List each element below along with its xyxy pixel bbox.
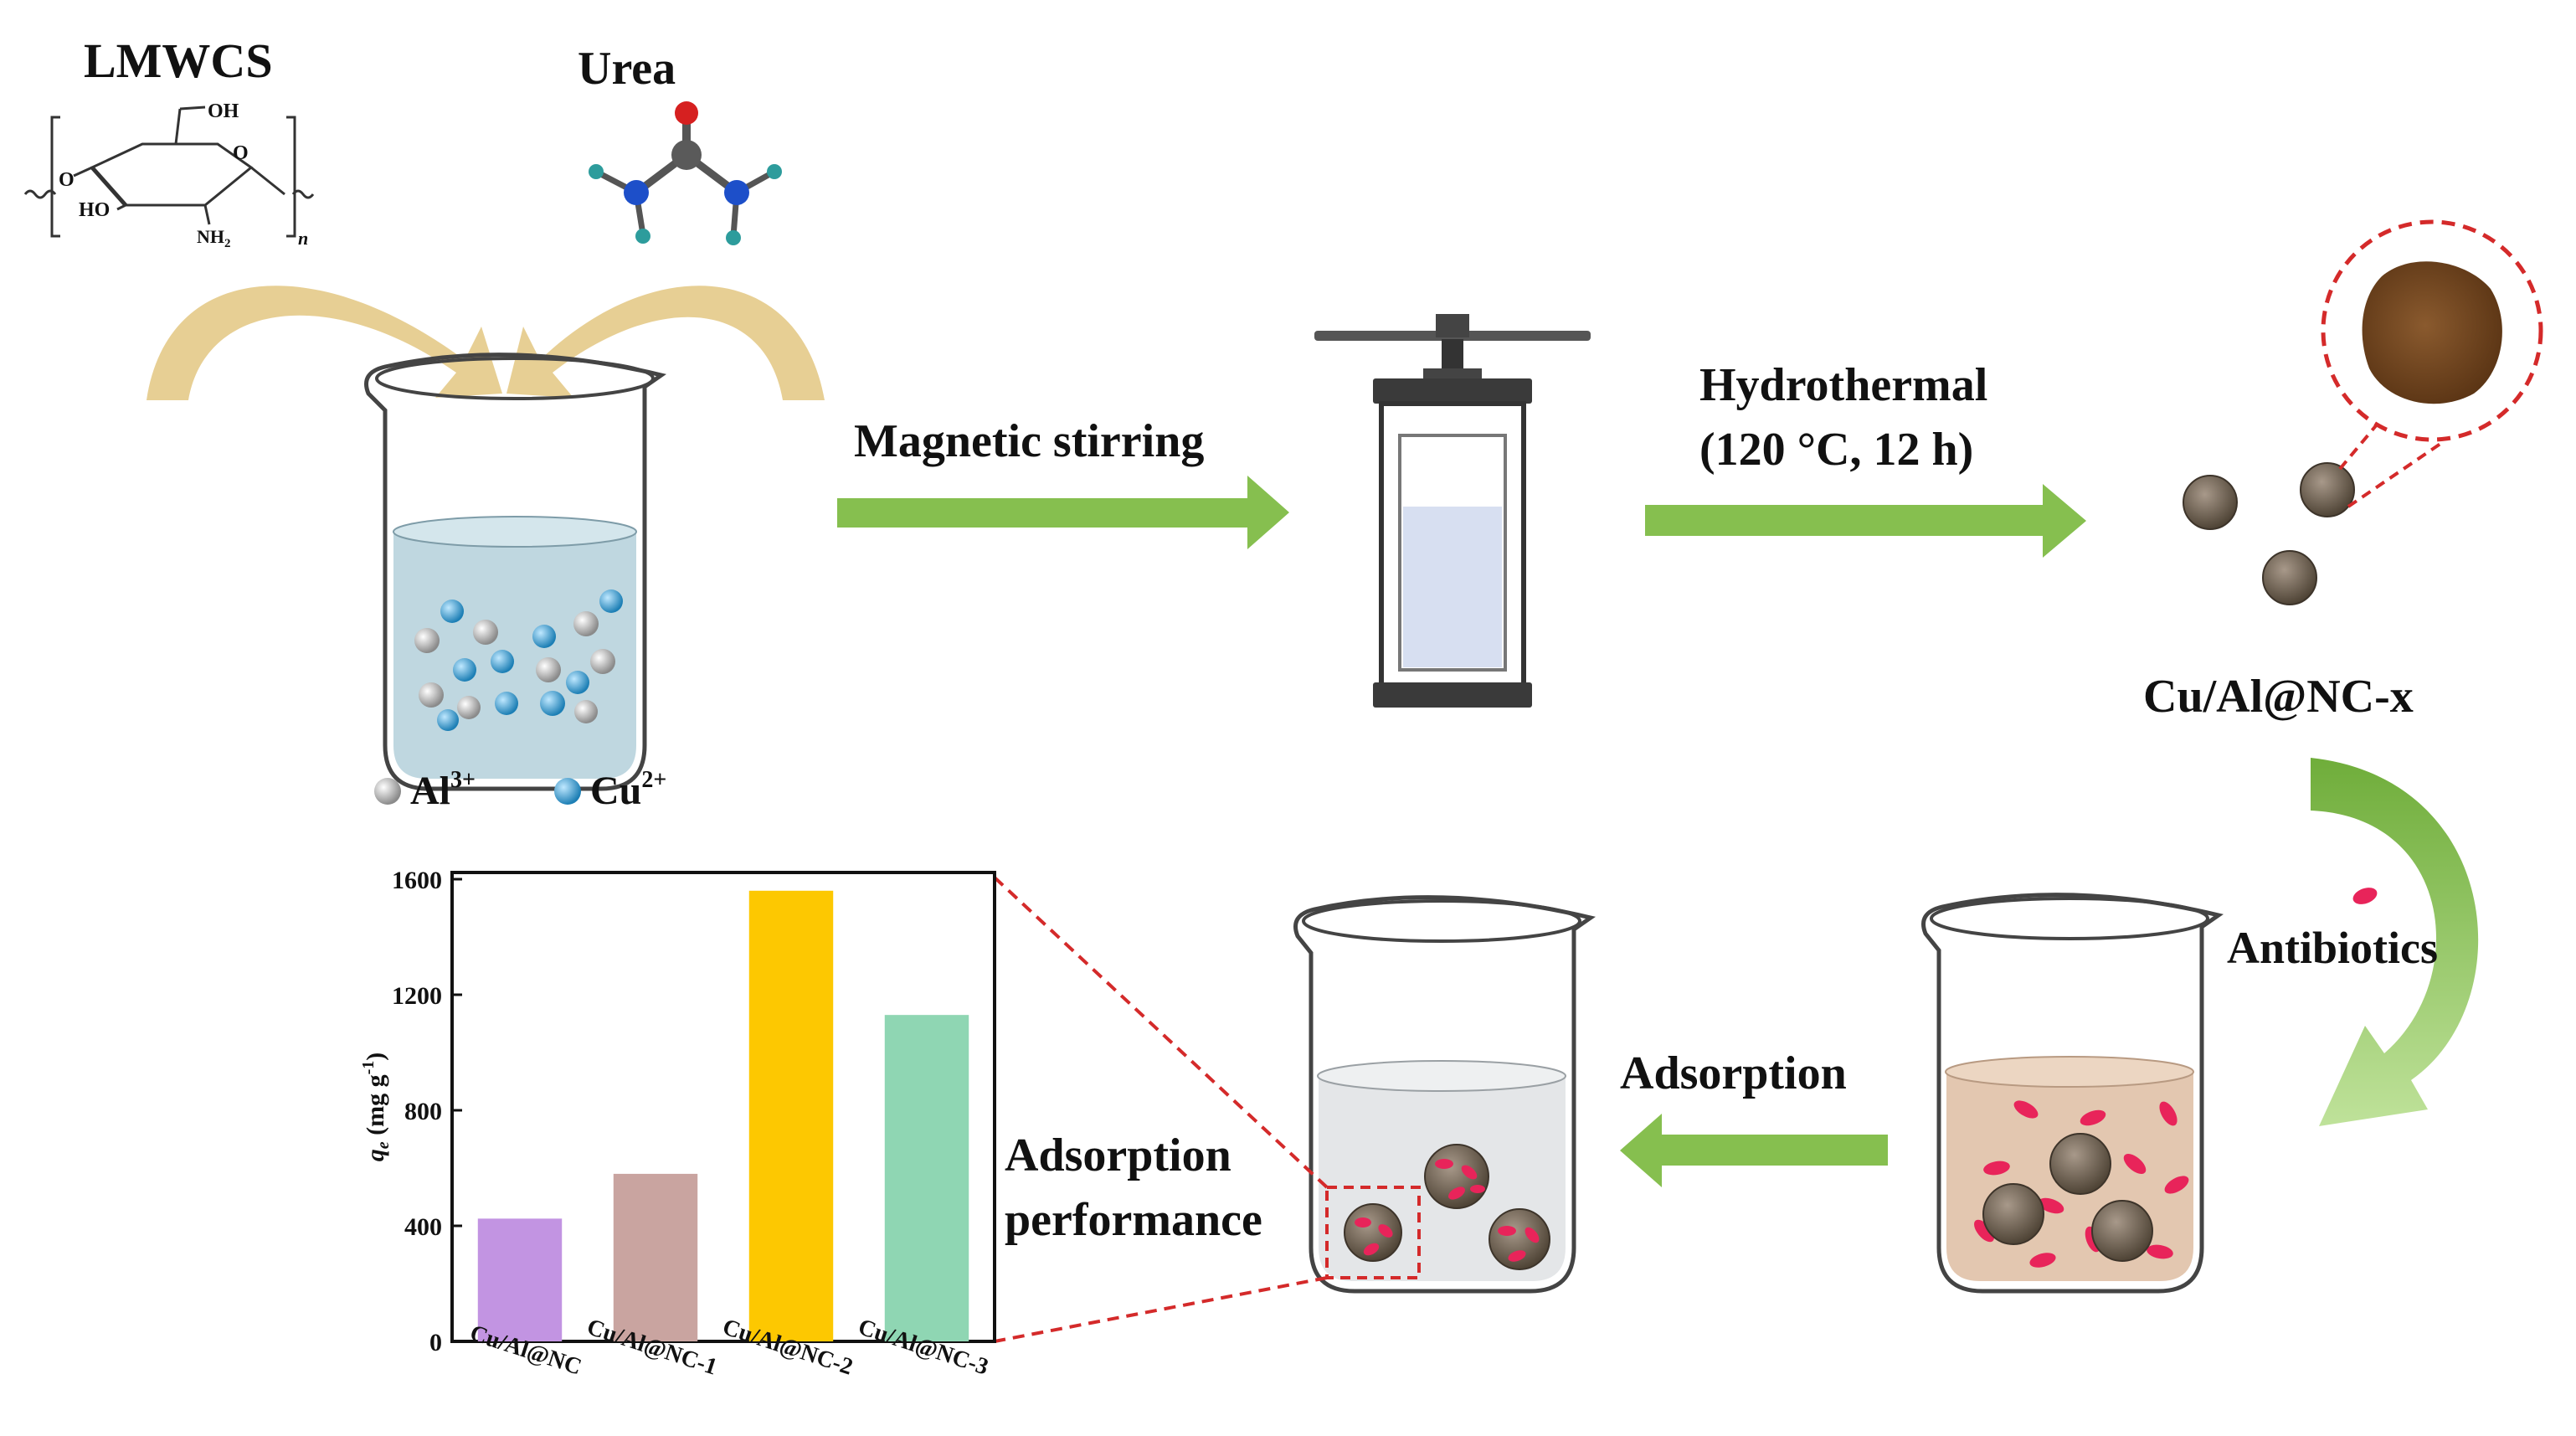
bar-2 <box>748 890 834 1341</box>
urea-hydrogen-atom <box>726 230 741 245</box>
cu-ion-label: Cu2+ <box>590 767 666 813</box>
curved-arrow-antibiotics <box>2311 758 2479 1126</box>
ho-label: HO <box>79 199 110 221</box>
product-particle <box>2300 462 2355 517</box>
magnetic-stirring-arrow <box>837 476 1289 549</box>
y-tick-label: 1600 <box>392 867 442 894</box>
adsorption-performance-label-line1: Adsorption <box>1005 1130 1231 1181</box>
link-oxygen-label: O <box>59 169 75 191</box>
product-particle <box>2183 475 2238 530</box>
adsorption-performance-label-line2: performance <box>1005 1194 1262 1246</box>
chart-y-axis: 0 400 800 1200 1600 <box>392 867 462 1356</box>
chart-y-axis-label: qe (mg g-1) <box>359 1053 393 1162</box>
product-particle <box>1982 1183 2044 1245</box>
urea-molecule: Urea <box>578 43 782 245</box>
n-subscript: n <box>298 228 308 249</box>
y-tick-label: 400 <box>404 1213 442 1241</box>
magnetic-stirring-label: Magnetic stirring <box>854 415 1204 467</box>
reagent-addition-arrows <box>147 286 825 400</box>
urea-label: Urea <box>578 43 676 95</box>
antibiotics-step: Antibiotics <box>2227 758 2479 1126</box>
zoom-connector-bottom <box>994 1276 1328 1343</box>
zoom-selection-box <box>1325 1186 1421 1279</box>
y-tick-label: 800 <box>404 1098 442 1125</box>
curved-arrow-right <box>506 286 825 400</box>
loaded-particle <box>1489 1208 1550 1270</box>
al-ion-label: Al3+ <box>410 767 476 813</box>
bar-1 <box>613 1173 698 1341</box>
hydrothermal-label-line2: (120 °C, 12 h) <box>1699 424 1973 476</box>
adsorption-label: Adsorption <box>1620 1047 1847 1099</box>
nh2-label: NH2 <box>197 226 231 250</box>
al-ion-swatch <box>374 778 401 805</box>
loaded-particle <box>1424 1144 1489 1209</box>
urea-nitrogen-atom <box>724 180 749 205</box>
hydrothermal-arrow <box>1645 484 2086 558</box>
product-particle <box>2049 1133 2111 1195</box>
product-particle <box>2091 1200 2153 1262</box>
cu-ion-swatch <box>554 778 581 805</box>
urea-nitrogen-atom <box>624 180 649 205</box>
urea-carbon-atom <box>671 140 702 170</box>
lmwcs-label: LMWCS <box>84 33 273 88</box>
y-tick-label: 0 <box>429 1329 442 1356</box>
loaded-particle <box>1344 1203 1402 1262</box>
ion-particles <box>414 589 623 731</box>
ring-oxygen-label: O <box>233 142 249 164</box>
bar-3 <box>884 1015 969 1341</box>
bar-0 <box>477 1218 563 1341</box>
chart-bars <box>477 890 969 1341</box>
urea-hydrogen-atom <box>767 164 782 179</box>
antibiotics-label: Antibiotics <box>2227 923 2438 973</box>
product-label: Cu/Al@NC-x <box>2143 671 2414 723</box>
urea-oxygen-atom <box>675 101 698 125</box>
curved-arrow-left <box>147 286 502 400</box>
autoclave-reactor <box>1314 314 1591 708</box>
product-particles: Cu/Al@NC-x <box>2143 219 2543 723</box>
magnetic-stirring-step: Magnetic stirring <box>837 415 1289 549</box>
y-tick-label: 1200 <box>392 982 442 1010</box>
lmwcs-structure: LMWCS OH O O HO NH2 n <box>23 33 315 250</box>
adsorption-step: Adsorption <box>1620 1047 1888 1187</box>
oh-label: OH <box>208 100 239 122</box>
antibiotic-molecule-icon <box>2352 888 2378 904</box>
urea-hydrogen-atom <box>589 164 604 179</box>
beaker-after-adsorption <box>1293 895 1596 1294</box>
beaker-antibiotic-solution <box>1921 893 2224 1294</box>
ion-legend: Al3+ Cu2+ <box>374 767 666 813</box>
powder-sample <box>2362 261 2502 404</box>
urea-hydrogen-atom <box>635 229 650 244</box>
beaker-precursor-solution <box>364 353 666 791</box>
hydrothermal-label-line1: Hydrothermal <box>1699 359 1987 411</box>
product-particle <box>2262 550 2317 605</box>
hydrothermal-step: Hydrothermal (120 °C, 12 h) <box>1645 359 2086 558</box>
adsorption-arrow <box>1620 1114 1888 1187</box>
